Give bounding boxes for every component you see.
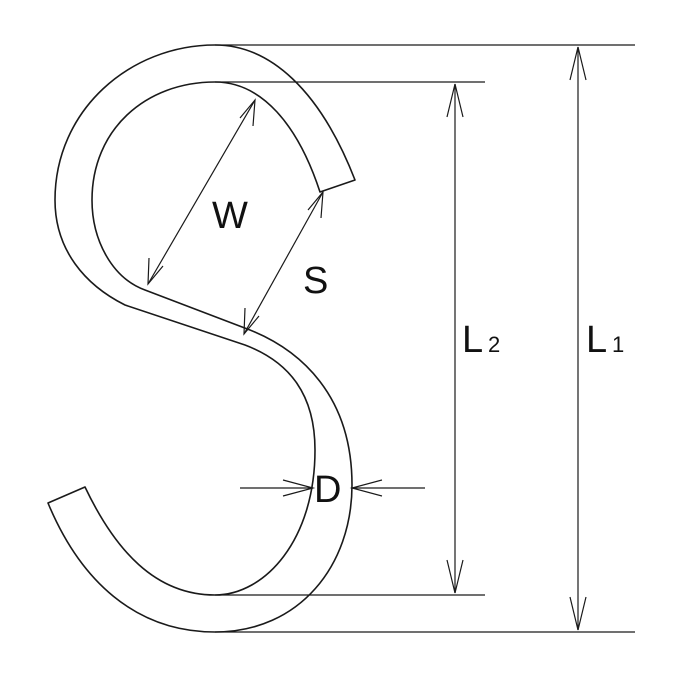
l1-arrow-bottom-icon <box>569 596 587 631</box>
s-arrow-bottom-icon <box>243 307 260 336</box>
d-arrow-left-icon <box>282 479 316 497</box>
dimension-s: S <box>243 190 328 336</box>
l2-arrow-top-icon <box>446 83 464 118</box>
w-label: W <box>212 195 248 237</box>
dimension-d: D <box>240 469 425 511</box>
s-arrow-top-icon <box>307 190 324 219</box>
s-hook-shape <box>47 44 356 633</box>
s-dimension-line <box>243 191 324 335</box>
d-arrow-right-icon <box>349 479 383 497</box>
w-arrow-bottom-icon <box>147 257 164 286</box>
dimension-l2: L 2 <box>446 83 500 594</box>
l2-arrow-bottom-icon <box>446 559 464 594</box>
w-dimension-line <box>147 99 256 285</box>
l1-label: L <box>586 319 607 361</box>
d-label: D <box>314 469 341 511</box>
extension-lines <box>215 44 635 633</box>
s-label: S <box>303 260 328 302</box>
dimension-l1: L 1 <box>569 46 624 631</box>
w-arrow-top-icon <box>239 98 256 127</box>
dimension-w: W <box>147 98 256 286</box>
l1-arrow-top-icon <box>569 46 587 81</box>
l2-label-subscript: 2 <box>488 332 500 357</box>
l2-label: L <box>462 319 483 361</box>
hook-outer-contour <box>47 44 356 633</box>
l1-label-subscript: 1 <box>612 332 624 357</box>
